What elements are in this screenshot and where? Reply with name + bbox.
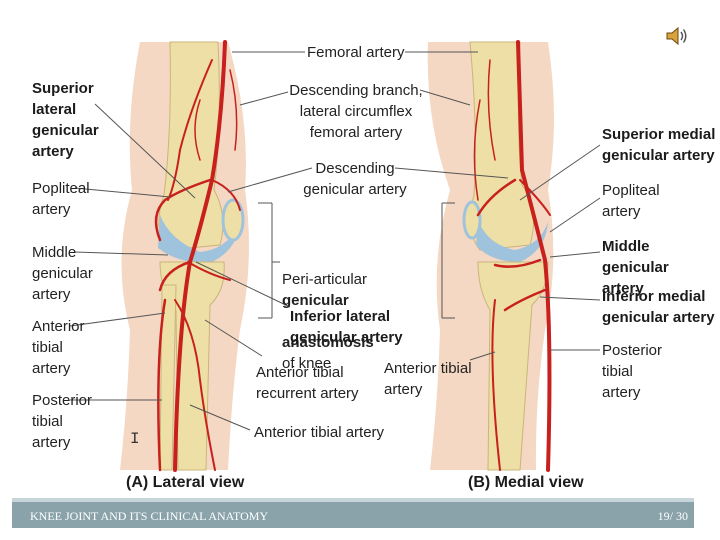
label-femoral-artery: Femoral artery bbox=[307, 44, 405, 61]
label-superior-lateral-genicular-artery: Superior lateral genicular artery bbox=[32, 80, 99, 160]
label-anterior-tibial-artery: Anterior tibial artery bbox=[254, 424, 385, 441]
label-peri-articular: Peri-articular bbox=[282, 271, 368, 288]
label-posterior-tibial-artery-left: Posterior tibial artery bbox=[32, 392, 93, 451]
label-popliteal-artery-left: Popliteal artery bbox=[32, 180, 90, 218]
label-anterior-tibial-artery-left: Anterior tibial artery bbox=[32, 318, 85, 377]
speaker-icon[interactable] bbox=[664, 24, 690, 48]
label-genicular: genicular bbox=[282, 292, 349, 309]
label-anterior-tibial-artery-right: Anterior tibial artery bbox=[384, 360, 472, 398]
label-superior-medial-genicular-artery: Superior medial genicular artery bbox=[602, 126, 716, 164]
label-anterior-tibial-recurrent-artery: Anterior tibial recurrent artery bbox=[256, 364, 359, 402]
label-popliteal-artery-right: Popliteal artery bbox=[602, 182, 660, 220]
label-posterior-tibial-artery-right: Posterior tibial artery bbox=[602, 342, 663, 401]
label-middle-genicular-artery-right: Middle genicular artery bbox=[602, 238, 669, 297]
label-anastomosis: anastomosis bbox=[282, 334, 374, 351]
label-peri-articular-anastomosis: Peri-articular genicular anastomosis of … bbox=[282, 248, 374, 374]
footer-title: KNEE JOINT AND ITS CLINICAL ANATOMY bbox=[30, 509, 269, 523]
caption-lateral-view: (A) Lateral view bbox=[126, 474, 245, 491]
label-middle-genicular-artery-left: Middle genicular artery bbox=[32, 244, 93, 303]
footer-bar: KNEE JOINT AND ITS CLINICAL ANATOMY 19/ … bbox=[12, 498, 694, 528]
label-inferior-medial-genicular-artery: Inferior medial genicular artery bbox=[602, 288, 715, 326]
text-cursor-icon: I bbox=[130, 430, 140, 448]
label-of-knee: of knee bbox=[282, 355, 332, 372]
label-inferior-lateral-genicular-artery: Inferior lateral genicular artery bbox=[290, 308, 403, 346]
label-descending-genicular-artery: Descending genicular artery bbox=[303, 160, 407, 198]
page-number: 19/ 30 bbox=[657, 509, 688, 523]
label-descending-branch-lateral-circumflex: Descending branch, lateral circumflex fe… bbox=[289, 82, 423, 141]
caption-medial-view: (B) Medial view bbox=[468, 474, 584, 491]
